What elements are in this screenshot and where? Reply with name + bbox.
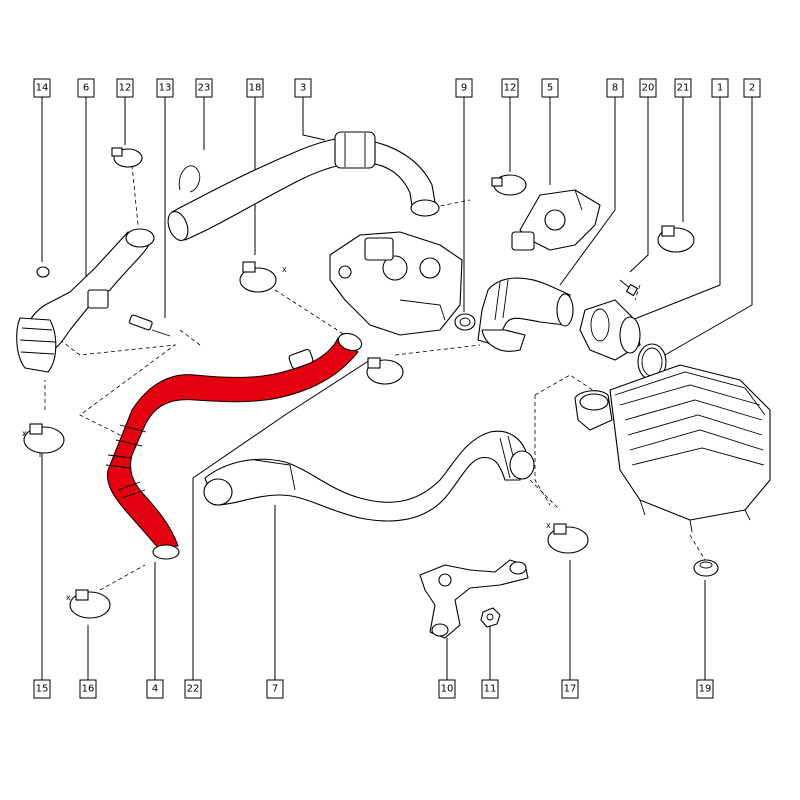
callout-13: 13 bbox=[156, 78, 174, 98]
callout-23: 23 bbox=[195, 78, 213, 98]
nut-part-11 bbox=[480, 607, 501, 628]
callout-22: 22 bbox=[184, 679, 202, 699]
clamp-x-marks: x x x x bbox=[22, 265, 551, 602]
callout-14: 14 bbox=[33, 78, 51, 98]
callout-21: 21 bbox=[674, 78, 692, 98]
svg-text:6: 6 bbox=[83, 83, 89, 94]
svg-text:13: 13 bbox=[159, 83, 172, 94]
throttle-assembly bbox=[329, 231, 463, 336]
callout-17: 17 bbox=[561, 679, 579, 699]
duct-part-6 bbox=[16, 228, 155, 373]
svg-text:8: 8 bbox=[612, 83, 618, 94]
svg-text:12: 12 bbox=[504, 83, 517, 94]
flowmeter-part-1 bbox=[579, 299, 641, 361]
callout-16: 16 bbox=[79, 679, 97, 699]
clamp-part-18 bbox=[239, 261, 277, 293]
callout-6: 6 bbox=[77, 78, 95, 98]
callout-19: 19 bbox=[696, 679, 714, 699]
svg-text:11: 11 bbox=[484, 684, 497, 695]
elbow-part-8 bbox=[477, 277, 574, 352]
callout-8: 8 bbox=[606, 78, 624, 98]
svg-text:20: 20 bbox=[642, 83, 655, 94]
bolt-part-20 bbox=[619, 279, 639, 297]
svg-text:16: 16 bbox=[82, 684, 95, 695]
svg-text:18: 18 bbox=[249, 83, 262, 94]
pipe-part-3 bbox=[167, 131, 440, 241]
grommet-part-14 bbox=[36, 266, 50, 278]
callout-18: 18 bbox=[246, 78, 264, 98]
callout-12: 12 bbox=[116, 78, 134, 98]
svg-text:19: 19 bbox=[699, 684, 712, 695]
callout-11: 11 bbox=[481, 679, 499, 699]
svg-text:23: 23 bbox=[198, 83, 211, 94]
svg-text:2: 2 bbox=[749, 83, 755, 94]
clamp-part-21 bbox=[657, 225, 695, 253]
valve-part-5 bbox=[511, 189, 601, 251]
callout-5: 5 bbox=[541, 78, 559, 98]
svg-text:17: 17 bbox=[564, 684, 577, 695]
clip-part-23 bbox=[178, 165, 201, 193]
callout-3: 3 bbox=[294, 78, 312, 98]
svg-text:9: 9 bbox=[461, 83, 467, 94]
svg-text:3: 3 bbox=[300, 83, 306, 94]
callouts-bottom: 15 16 4 22 7 10 11 17 19 bbox=[33, 679, 714, 699]
clamp-part-17 bbox=[547, 523, 589, 554]
x-mark: x bbox=[22, 429, 27, 438]
air-filter-box bbox=[574, 364, 771, 533]
svg-text:12: 12 bbox=[119, 83, 132, 94]
callout-7: 7 bbox=[266, 679, 284, 699]
callout-1: 1 bbox=[711, 78, 729, 98]
clamp-part-16 bbox=[69, 589, 111, 619]
breather-part-10 bbox=[419, 559, 529, 639]
sensor-part-13 bbox=[128, 314, 171, 337]
hose-part-4-highlighted bbox=[105, 332, 363, 560]
clamp-part-12-right bbox=[491, 174, 527, 196]
x-mark: x bbox=[66, 593, 71, 602]
svg-text:5: 5 bbox=[547, 83, 553, 94]
callout-12b: 12 bbox=[501, 78, 519, 98]
clamp-part-15 bbox=[23, 423, 65, 454]
leader-lines bbox=[41, 97, 753, 680]
svg-text:7: 7 bbox=[272, 684, 278, 695]
clamp-part-22 bbox=[366, 357, 404, 385]
callout-15: 15 bbox=[33, 679, 51, 699]
callout-20: 20 bbox=[639, 78, 657, 98]
callout-10: 10 bbox=[438, 679, 456, 699]
svg-text:22: 22 bbox=[187, 684, 200, 695]
callouts-top: 14 6 12 13 23 18 3 9 12 5 8 20 21 1 2 bbox=[33, 78, 761, 98]
x-mark: x bbox=[546, 521, 551, 530]
svg-text:10: 10 bbox=[441, 684, 454, 695]
x-mark: x bbox=[282, 265, 287, 274]
grommet-part-19 bbox=[693, 559, 719, 577]
svg-text:14: 14 bbox=[36, 83, 49, 94]
callout-4: 4 bbox=[146, 679, 164, 699]
svg-text:15: 15 bbox=[36, 684, 49, 695]
callout-9: 9 bbox=[455, 78, 473, 98]
clamp-part-12-left bbox=[111, 147, 143, 168]
seal-part-9 bbox=[454, 313, 476, 331]
svg-text:21: 21 bbox=[677, 83, 690, 94]
callout-2: 2 bbox=[743, 78, 761, 98]
svg-text:1: 1 bbox=[717, 83, 723, 94]
svg-text:4: 4 bbox=[152, 684, 158, 695]
duct-part-7 bbox=[203, 430, 535, 522]
